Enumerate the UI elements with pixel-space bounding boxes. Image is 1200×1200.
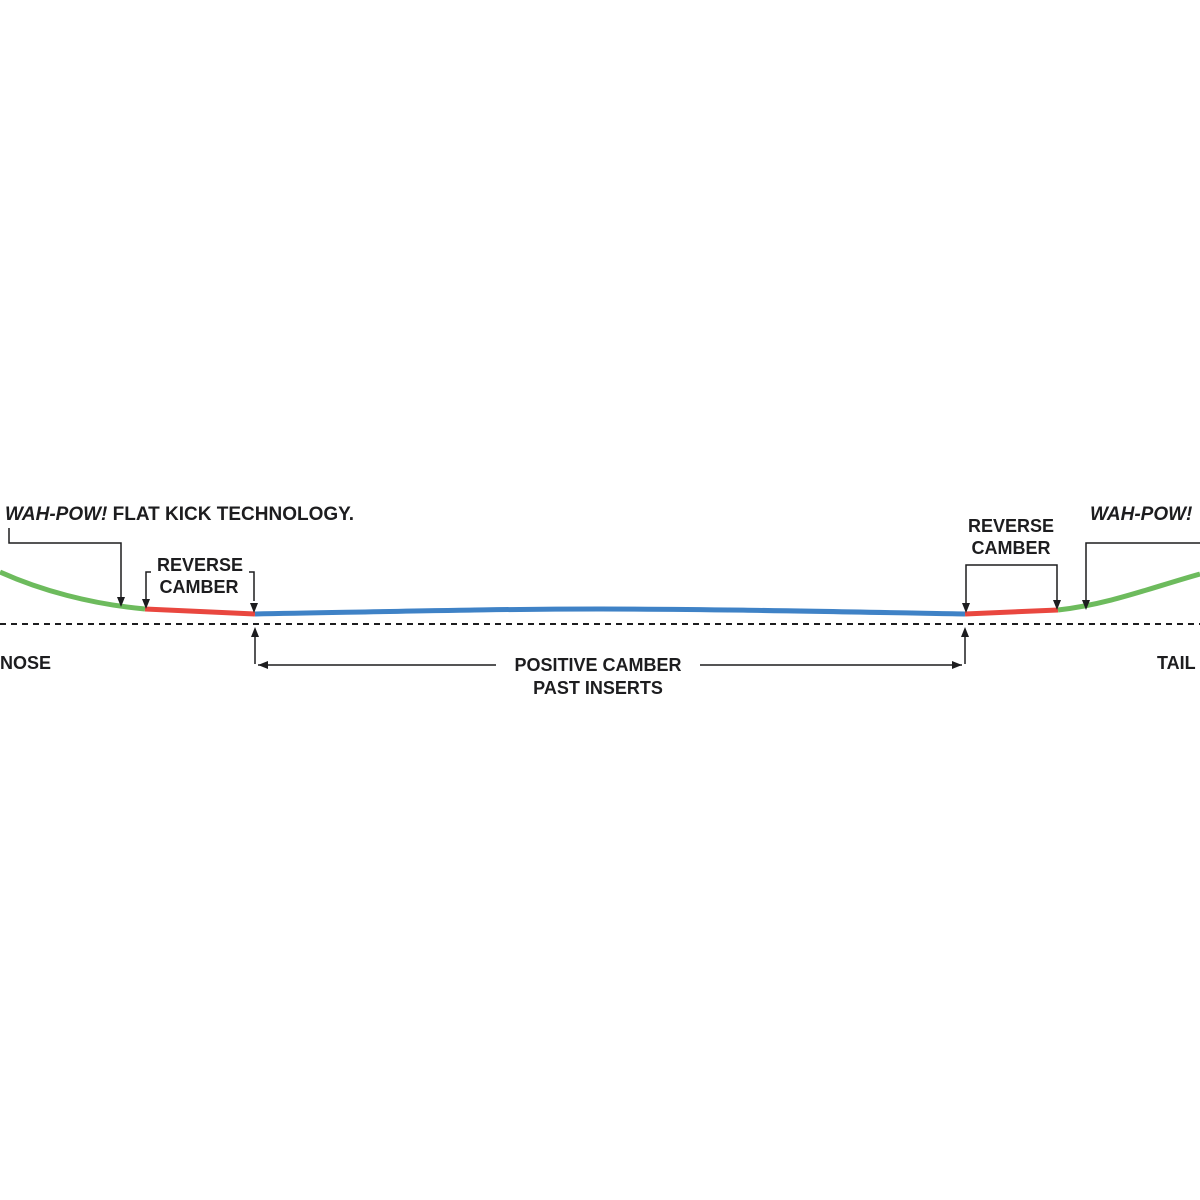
wah-pow-nose-label-rest: FLAT KICK TECHNOLOGY.	[107, 504, 354, 525]
reverse-camber-left-arrowhead-b	[250, 603, 258, 613]
reverse-camber-left-arrowhead-a	[142, 599, 150, 609]
nose-label: NOSE	[0, 653, 51, 673]
reverse-camber-right-arrowhead-b	[1053, 600, 1061, 610]
reverse-camber-right-label-line2: CAMBER	[972, 538, 1051, 558]
tail-label: TAIL	[1157, 653, 1196, 673]
nose-reverse-camber-segment	[144, 606, 256, 617]
wah-pow-nose-arrowhead	[117, 597, 125, 607]
positive-camber-span-right-arrowhead	[952, 661, 962, 669]
positive-camber-segment	[254, 606, 966, 617]
wah-pow-tail-label: WAH-POW!	[1090, 504, 1192, 525]
wah-pow-tail-arrowhead	[1082, 600, 1090, 610]
positive-camber-label-line2: PAST INSERTS	[533, 678, 663, 698]
positive-camber-label-line1: POSITIVE CAMBER	[514, 655, 681, 675]
reverse-camber-right-arrowhead-a	[962, 603, 970, 613]
reverse-camber-left-label-line1: REVERSE	[157, 555, 243, 575]
wah-pow-tail-callout-line	[1085, 542, 1200, 601]
wah-pow-nose-label-emphasis: WAH-POW!	[5, 504, 107, 525]
reverse-camber-right-bracket	[965, 564, 1058, 604]
positive-camber-span-left-arrowhead	[258, 661, 268, 669]
reverse-camber-right-label-line1: REVERSE	[968, 516, 1054, 536]
tail-reverse-camber-segment	[964, 607, 1059, 617]
reverse-camber-left-label-line2: CAMBER	[160, 577, 239, 597]
positive-camber-span-left-up-arrow	[251, 627, 259, 637]
positive-camber-span-right-up-arrow	[961, 627, 969, 637]
wah-pow-nose-label: WAH-POW! FLAT KICK TECHNOLOGY.	[5, 504, 354, 525]
wah-pow-nose-callout-line	[8, 528, 122, 598]
reverse-camber-left-bracket	[145, 571, 255, 601]
nose-flat-kick-segment	[0, 569, 146, 612]
tail-flat-kick-segment	[1057, 571, 1200, 613]
